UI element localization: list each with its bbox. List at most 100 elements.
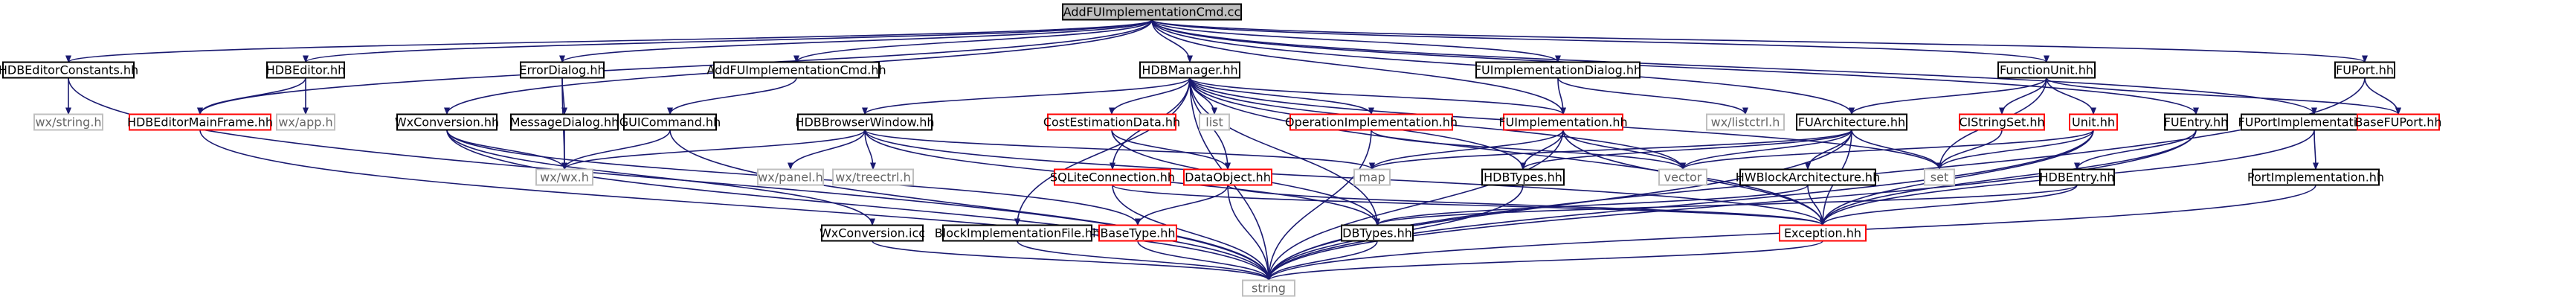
node-box-fuentry bbox=[2164, 113, 2228, 131]
node-box-hdbmanager bbox=[1139, 61, 1240, 79]
node-box-hdbtypes bbox=[1481, 168, 1565, 186]
node-label: ErrorDialog.hh bbox=[519, 63, 605, 77]
edge-functionunit-to-fuarchitecture bbox=[1849, 77, 2047, 115]
edge-fuimplementation-to-map bbox=[1369, 130, 1564, 170]
edge-root-to-hdbeditorconstants bbox=[65, 19, 1153, 63]
node-label: list bbox=[1205, 115, 1223, 130]
node-box-exception bbox=[1779, 224, 1867, 242]
node-functionunit[interactable]: FunctionUnit.hh bbox=[1997, 61, 2096, 79]
node-label: GUICommand.hh bbox=[619, 115, 721, 130]
node-basefuport[interactable]: BaseFUPort.hh bbox=[2355, 113, 2442, 131]
edge-hdbeditor-to-hdbeditormainframe bbox=[197, 77, 306, 115]
edge-fuportimpl-to-portimpl bbox=[2312, 130, 2319, 170]
node-box-fuimplementation bbox=[1503, 113, 1623, 131]
node-box-wxlistctrl bbox=[1706, 113, 1785, 131]
edge-root-to-fuport bbox=[1151, 19, 2368, 63]
node-box-addfuimplcmd bbox=[713, 61, 880, 79]
node-fuport[interactable]: FUPort.hh bbox=[2334, 61, 2395, 79]
edge-dataobject-to-string bbox=[1227, 185, 1272, 281]
node-wxconversionicc[interactable]: WxConversion.icc bbox=[820, 224, 925, 242]
node-label: set bbox=[1931, 170, 1948, 185]
node-errordialog[interactable]: ErrorDialog.hh bbox=[519, 61, 605, 79]
node-box-sqliteconnection bbox=[1054, 168, 1171, 186]
node-set: set bbox=[1924, 168, 1955, 186]
node-label: string bbox=[1252, 281, 1286, 296]
node-label: wx/wx.h bbox=[540, 170, 589, 185]
node-label: Unit.hh bbox=[2072, 115, 2115, 130]
node-label: OperationImplementation.hh bbox=[1285, 115, 1458, 130]
edge-fuarchitecture-to-vector bbox=[1680, 130, 1852, 170]
node-box-fuport bbox=[2334, 61, 2395, 79]
node-label: DBTypes.hh bbox=[1342, 226, 1412, 240]
node-blockimplfile[interactable]: BlockImplementationFile.hh bbox=[935, 224, 1100, 242]
node-hdbeditor[interactable]: HDBEditor.hh bbox=[266, 61, 346, 79]
node-hdbeditormainframe[interactable]: HDBEditorMainFrame.hh bbox=[127, 113, 273, 131]
node-fuarchitecture[interactable]: FUArchitecture.hh bbox=[1796, 113, 1907, 131]
edge-costestimationdata-to-dataobject bbox=[1111, 130, 1231, 170]
node-exception[interactable]: Exception.hh bbox=[1779, 224, 1867, 242]
node-label: FUImplementationDialog.hh bbox=[1475, 63, 1641, 77]
node-box-wxconversionicc bbox=[821, 224, 924, 242]
edge-unit-to-string bbox=[1266, 130, 2094, 281]
edge-root-to-fuimpldialog bbox=[1151, 19, 1561, 63]
node-label: FunctionUnit.hh bbox=[2000, 63, 2093, 77]
node-box-wxstring bbox=[33, 113, 103, 131]
node-dataobject[interactable]: DataObject.hh bbox=[1183, 168, 1272, 186]
node-hdbeditorconstants[interactable]: HDBEditorConstants.hh bbox=[0, 61, 138, 79]
node-label: AddFUImplementationCmd.cc bbox=[1063, 5, 1241, 19]
node-box-root bbox=[1062, 3, 1242, 21]
edge-wxconversion-to-string bbox=[446, 130, 1272, 281]
node-hdbbrowserwindow[interactable]: HDBBrowserWindow.hh bbox=[795, 113, 935, 131]
node-box-blockimplfile bbox=[942, 224, 1092, 242]
node-string: string bbox=[1242, 279, 1295, 297]
node-box-basetype bbox=[1098, 224, 1177, 242]
node-wxtreectrl: wx/treectrl.h bbox=[832, 168, 914, 186]
node-hwblockarch[interactable]: HWBlockArchitecture.hh bbox=[1736, 168, 1880, 186]
node-box-guicommand bbox=[623, 113, 717, 131]
node-guicommand[interactable]: GUICommand.hh bbox=[619, 113, 721, 131]
edge-guicommand-to-wxwx bbox=[561, 130, 671, 170]
node-operationimpl[interactable]: OperationImplementation.hh bbox=[1285, 113, 1458, 131]
node-label: CostEstimationData.hh bbox=[1043, 115, 1180, 130]
node-dbtypes[interactable]: DBTypes.hh bbox=[1341, 224, 1414, 242]
node-unit[interactable]: Unit.hh bbox=[2069, 113, 2118, 131]
edge-cistringset-to-set bbox=[1936, 130, 2003, 170]
node-messagedialog[interactable]: MessageDialog.hh bbox=[510, 113, 619, 131]
node-label: vector bbox=[1664, 170, 1702, 185]
node-hdbmanager[interactable]: HDBManager.hh bbox=[1139, 61, 1240, 79]
node-box-hdbeditorconstants bbox=[2, 61, 135, 79]
node-label: wx/panel.h bbox=[758, 170, 823, 185]
node-box-string bbox=[1242, 279, 1295, 297]
node-fuimpldialog[interactable]: FUImplementationDialog.hh bbox=[1475, 61, 1641, 79]
edge-fuimplementation-to-string bbox=[1266, 130, 1564, 281]
node-portimpl[interactable]: PortImplementation.hh bbox=[2247, 168, 2384, 186]
edge-hdbmanager-to-costestimationdata bbox=[1109, 77, 1191, 115]
node-addfuimplcmd[interactable]: AddFUImplementationCmd.hh bbox=[706, 61, 886, 79]
edge-root-to-fuentry bbox=[1151, 19, 2199, 115]
edge-hdbbrowserwindow-to-wxtreectrl bbox=[864, 130, 876, 170]
node-hdbtypes[interactable]: HDBTypes.hh bbox=[1481, 168, 1565, 186]
node-box-cistringset bbox=[1959, 113, 2045, 131]
node-basetype[interactable]: BaseType.hh bbox=[1098, 224, 1177, 242]
node-label: FUArchitecture.hh bbox=[1798, 115, 1905, 130]
edge-blockimplfile-to-string bbox=[1017, 240, 1272, 281]
node-costestimationdata[interactable]: CostEstimationData.hh bbox=[1043, 113, 1180, 131]
edge-fuimpldialog-to-fuimplementation bbox=[1557, 77, 1566, 115]
edge-basetype-to-string bbox=[1137, 240, 1272, 281]
node-root[interactable]: AddFUImplementationCmd.cc bbox=[1062, 3, 1242, 21]
node-cistringset[interactable]: CIStringSet.hh bbox=[1959, 113, 2045, 131]
node-wxconversion[interactable]: WxConversion.hh bbox=[395, 113, 499, 131]
node-sqliteconnection[interactable]: SQLiteConnection.hh bbox=[1050, 168, 1175, 186]
node-label: CIStringSet.hh bbox=[1959, 115, 2044, 130]
node-box-costestimationdata bbox=[1047, 113, 1176, 131]
node-box-set bbox=[1924, 168, 1955, 186]
node-box-hdbbrowserwindow bbox=[797, 113, 933, 131]
node-label: PortImplementation.hh bbox=[2247, 170, 2384, 185]
edge-sqliteconnection-to-exception bbox=[1112, 184, 1826, 226]
node-fuentry[interactable]: FUEntry.hh bbox=[2164, 113, 2229, 131]
node-hdbentry[interactable]: HDBEntry.hh bbox=[2039, 168, 2115, 186]
node-box-wxwx bbox=[535, 168, 593, 186]
edge-functionunit-to-unit bbox=[2046, 77, 2096, 115]
node-fuimplementation[interactable]: FUImplementation.hh bbox=[1498, 113, 1628, 131]
